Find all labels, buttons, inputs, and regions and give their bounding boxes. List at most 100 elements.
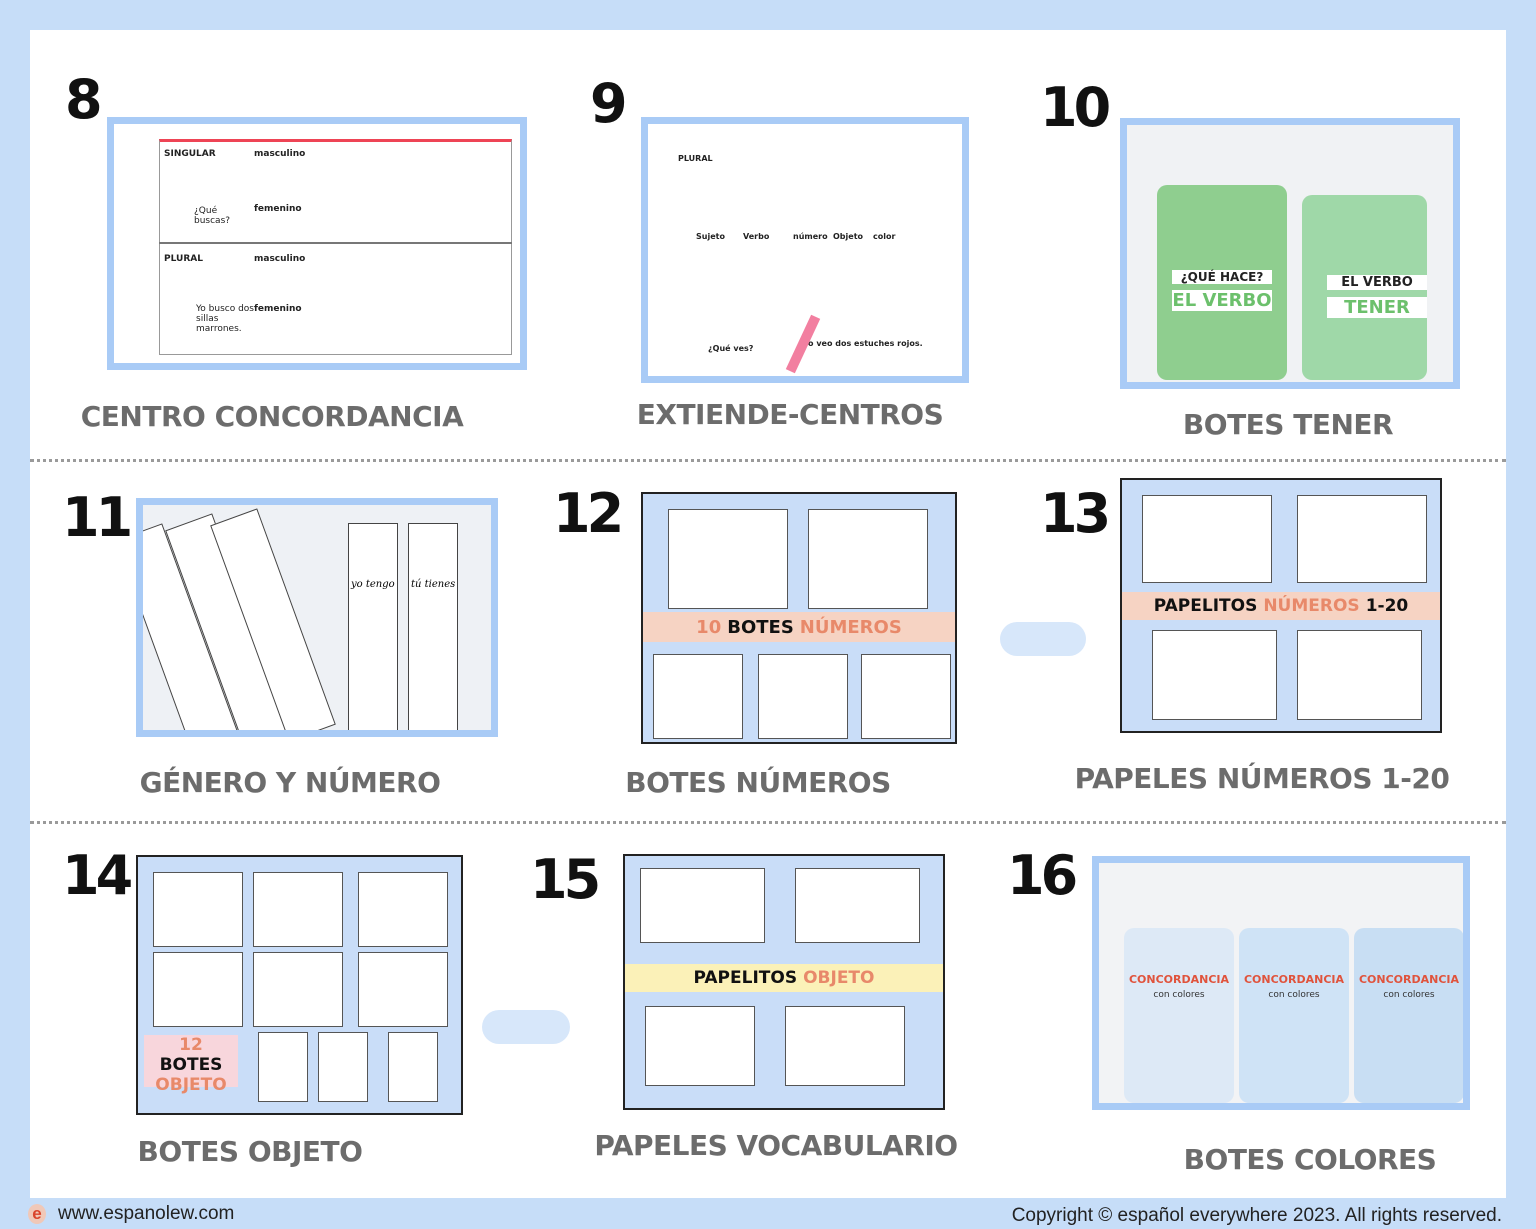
worksheet-thumbnail [645,1006,755,1086]
jar-sublabel: con colores [1268,990,1320,1000]
jar-label: TENER [1327,297,1427,318]
item-number: 10 [1040,76,1111,139]
item-number: 14 [62,844,133,907]
item-number: 9 [590,72,628,135]
banner-text: NÚMEROS [1263,596,1360,616]
jar-sublabel: con colores [1153,990,1205,1000]
item-caption: BOTES NÚMEROS [625,766,891,799]
worksheet-thumbnail [653,654,743,739]
worksheet-thumbnail [640,868,765,943]
website-link[interactable]: www.espanolew.com [58,1203,235,1224]
jar: CONCORDANCIA con colores [1124,928,1234,1103]
table-grid [159,139,512,355]
worksheet-thumbnail [808,509,928,609]
banner-text: 12 [179,1035,203,1055]
paper-strip: tú tienes [408,523,458,730]
item-caption: PAPELES NÚMEROS 1-20 [1074,762,1450,795]
footer: e www.espanolew.com Copyright © español … [0,1200,1536,1229]
banner-text: PAPELITOS [693,968,798,988]
item-caption: GÉNERO Y NÚMERO [139,766,441,799]
strip-text: tú tienes [411,579,456,590]
jar-label: CONCORDANCIA [1128,973,1230,986]
worksheet-thumbnail [1297,630,1422,720]
table-label: color [873,232,896,241]
banner-text: OBJETO [803,968,875,988]
table-label: Objeto [833,232,864,241]
banner-text: NÚMEROS [799,616,902,638]
worksheet-thumbnail [795,868,920,943]
worksheet-thumbnail [358,872,448,947]
item-number: 12 [553,482,624,545]
strip-text: yo tengo [351,579,395,590]
divider [30,821,1506,824]
item-number: 8 [65,68,103,131]
jar-label: CONCORDANCIA [1358,973,1460,986]
product-image[interactable]: SINGULAR PLURAL masculino femenino masculino… [107,117,527,370]
table-label: SINGULAR [164,149,216,159]
item-caption: PAPELES VOCABULARIO [594,1129,958,1162]
paper-strip: yo tengo [348,523,398,730]
item-caption: BOTES TENER [1182,408,1394,441]
copyright: Copyright © español everywhere 2023. All… [1011,1205,1502,1226]
product-image[interactable]: ¿QUÉ HACE? EL VERBO EL VERBO TENER [1120,118,1460,389]
product-image[interactable]: yo tengo tú tienes [136,498,498,737]
jar: CONCORDANCIA con colores [1354,928,1463,1103]
jar-label: EL VERBO [1327,275,1427,290]
table-label: Yo busco dos sillas marrones. [196,304,254,334]
jar: CONCORDANCIA con colores [1239,928,1349,1103]
worksheet-thumbnail [318,1032,368,1102]
table-label: PLURAL [164,254,203,264]
table-label: masculino [254,149,306,159]
worksheet-thumbnail [861,654,951,739]
banner-text: 1-20 [1365,596,1409,616]
banner-text: 10 [696,616,722,638]
banner-text: BOTES [727,616,794,638]
banner-text: PAPELITOS [1153,596,1258,616]
item-number: 16 [1007,844,1078,907]
worksheet-thumbnail [1152,630,1277,720]
table-label: ¿Qué ves? [708,344,754,353]
item-caption: BOTES COLORES [1183,1143,1437,1176]
worksheet-thumbnail [785,1006,905,1086]
table-label: femenino [254,304,302,314]
table-label: Verbo [743,232,770,241]
worksheet-thumbnail [388,1032,438,1102]
worksheet-thumbnail [253,872,343,947]
table-label: ¿Qué buscas? [194,206,231,226]
item-caption: CENTRO CONCORDANCIA [80,400,464,433]
item-number: 13 [1040,482,1111,545]
worksheet-thumbnail [258,1032,308,1102]
divider [30,459,1506,462]
jar-label: EL VERBO [1172,290,1272,311]
table-label: Yo veo dos estuches rojos. [803,339,923,348]
table-label: PLURAL [678,154,713,163]
item-caption: BOTES OBJETO [137,1135,363,1168]
jar-label: CONCORDANCIA [1243,973,1345,986]
cloud-decoration [482,1010,570,1044]
logo-icon: e [28,1204,46,1224]
worksheet-thumbnail [153,952,243,1027]
table-label: Sujeto [696,232,725,241]
banner-text: OBJETO [155,1075,227,1095]
worksheet-thumbnail [758,654,848,739]
table-divider [159,242,512,244]
item-number: 15 [530,848,601,911]
jar-sublabel: con colores [1383,990,1435,1000]
product-image[interactable]: CONCORDANCIA con colores CONCORDANCIA con c… [1092,856,1470,1110]
jar-label: ¿QUÉ HACE? [1172,270,1272,284]
table-label: masculino [254,254,306,264]
cloud-decoration [1000,622,1086,656]
worksheet-thumbnail [1142,495,1272,583]
worksheet-thumbnail [153,872,243,947]
worksheet-thumbnail [358,952,448,1027]
banner-text: BOTES [159,1055,223,1075]
worksheet-thumbnail [253,952,343,1027]
worksheet-thumbnail [1297,495,1427,583]
